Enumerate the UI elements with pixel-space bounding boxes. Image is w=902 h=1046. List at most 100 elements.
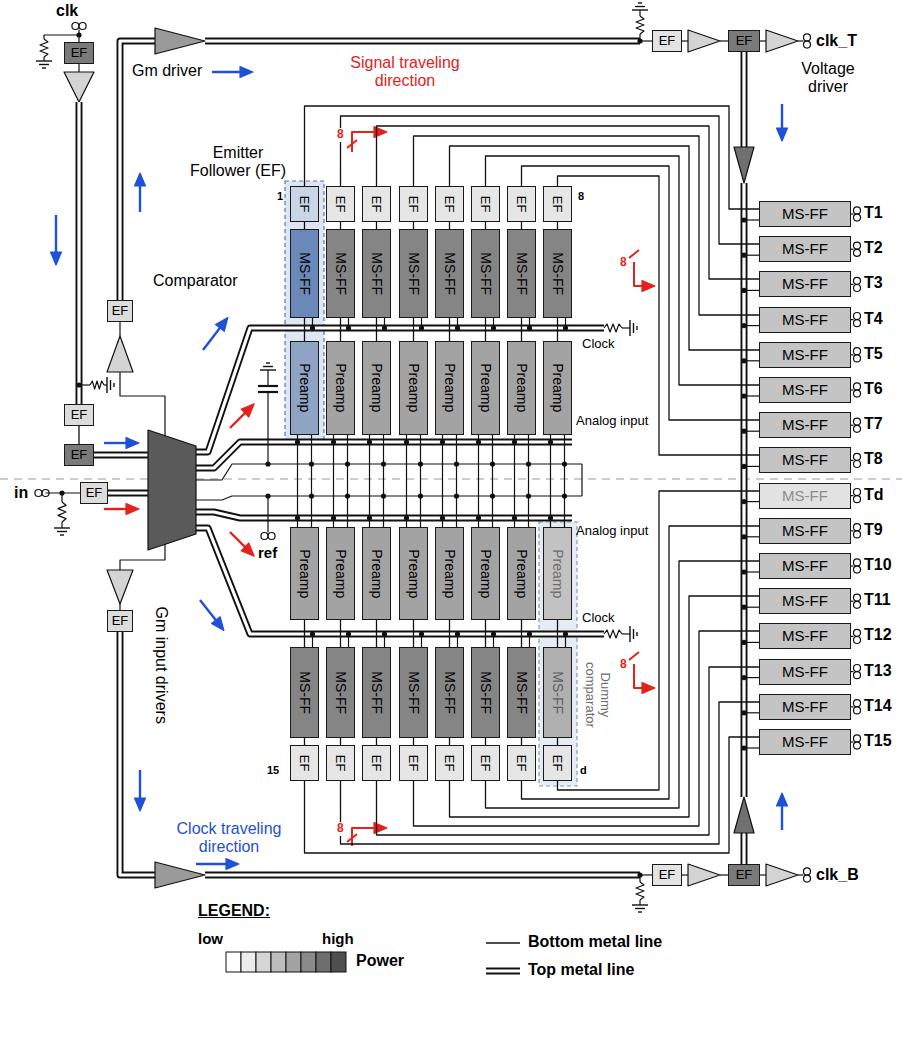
signal-wire — [558, 491, 760, 790]
wire-line — [369, 435, 370, 527]
block-label: Comparator — [153, 272, 237, 290]
signal-wire — [557, 620, 558, 647]
pin-label: T4 — [864, 310, 883, 328]
node-text: MS-FF — [782, 452, 828, 469]
wire-line — [747, 360, 759, 361]
flip-flop-box: MS-FF — [543, 647, 572, 738]
emitter-follower: EF — [543, 745, 572, 781]
signal-wire — [376, 222, 377, 229]
gm-input-driver — [148, 430, 196, 550]
signal-wire — [414, 136, 760, 315]
signal-wire — [557, 318, 558, 341]
signal-wire — [304, 738, 305, 745]
top-metal-line — [741, 183, 748, 797]
emitter-follower: EF — [728, 864, 760, 886]
pin-label: T8 — [864, 450, 883, 468]
direction-arrow — [240, 67, 253, 78]
direction-arrow — [51, 252, 62, 265]
emitter-follower: EF — [326, 745, 355, 781]
wire-line — [747, 642, 759, 643]
node-text: MS-FF — [782, 699, 828, 716]
resistor-symbol — [636, 882, 644, 900]
top-metal-line — [120, 41, 155, 300]
pin-symbol — [854, 207, 861, 214]
emitter-follower: EF — [362, 745, 391, 781]
pin-symbol — [854, 390, 861, 397]
junction-dot — [741, 429, 746, 434]
ground-symbol — [42, 67, 46, 68]
wire-line — [851, 319, 854, 320]
wire-line — [747, 677, 759, 678]
top-metal-line — [205, 39, 640, 42]
node-text: MS-FF — [782, 241, 828, 258]
wire-line — [564, 435, 565, 527]
emitter-follower: EF — [64, 444, 94, 466]
ground-symbol — [638, 2, 642, 3]
flip-flop-box: MS-FF — [759, 236, 851, 262]
top-metal-line — [741, 833, 748, 864]
ground-symbol — [266, 362, 270, 363]
pin-symbol — [854, 418, 861, 425]
node-text: MS-FF — [514, 252, 529, 295]
top-metal-line — [120, 632, 155, 875]
wire-line — [747, 571, 759, 572]
wire-line — [747, 466, 759, 467]
symmetry-line — [0, 479, 902, 480]
signal-wire — [304, 318, 305, 341]
wire-line — [747, 501, 759, 502]
signal-wire — [413, 620, 414, 647]
pin-symbol — [854, 496, 861, 503]
flip-flop-box: MS-FF — [759, 518, 851, 544]
node-text: Preamp — [514, 363, 529, 412]
junction-dot — [563, 631, 568, 636]
signal-label: clk — [56, 2, 78, 20]
power-scale — [226, 952, 241, 972]
wire-line — [267, 370, 268, 386]
node-text: EF — [297, 196, 311, 213]
signal-label: Clock — [582, 337, 615, 352]
wire-line — [311, 435, 312, 527]
emitter-follower: EF — [326, 186, 355, 222]
node-text: Preamp — [442, 363, 457, 412]
buffer-symbol — [766, 864, 798, 886]
wire-line — [682, 40, 688, 41]
wire-line — [747, 536, 759, 537]
pin-label: T1 — [864, 204, 883, 222]
wire-line — [492, 435, 493, 527]
flip-flop-box: MS-FF — [759, 553, 851, 579]
ground-symbol — [629, 320, 630, 336]
wire-line — [851, 601, 854, 602]
junction-dot — [404, 439, 409, 444]
wire-line — [550, 435, 551, 527]
pin-symbol — [804, 41, 811, 48]
signal-wire — [376, 738, 377, 745]
wire-line — [851, 741, 854, 742]
bus-marker — [629, 652, 639, 660]
direction-arrow — [126, 438, 139, 449]
signal-wire — [341, 116, 760, 244]
signal-wire — [522, 526, 760, 799]
preamp-box: Preamp — [471, 527, 500, 620]
node-text: EF — [442, 196, 456, 213]
wire-line — [798, 40, 804, 41]
pin-symbol — [804, 875, 811, 882]
pin-symbol — [854, 531, 861, 538]
top-metal-line — [742, 183, 745, 797]
wire-line — [640, 40, 652, 41]
flip-flop-box: MS-FF — [507, 229, 536, 318]
direction-arrow — [241, 543, 254, 556]
wire-line — [61, 522, 62, 528]
junction-dot — [741, 288, 746, 293]
preamp-box: Preamp — [362, 527, 391, 620]
signal-wire — [557, 738, 558, 745]
signal-wire — [521, 222, 522, 229]
signal-wire — [521, 620, 522, 647]
flip-flop-box: MS-FF — [759, 271, 851, 297]
pin-symbol — [854, 461, 861, 468]
node-text: Preamp — [406, 363, 421, 412]
node-text: MS-FF — [782, 558, 828, 575]
emitter-follower: EF — [652, 30, 682, 52]
junction-dot — [512, 515, 517, 520]
junction-dot — [741, 605, 746, 610]
